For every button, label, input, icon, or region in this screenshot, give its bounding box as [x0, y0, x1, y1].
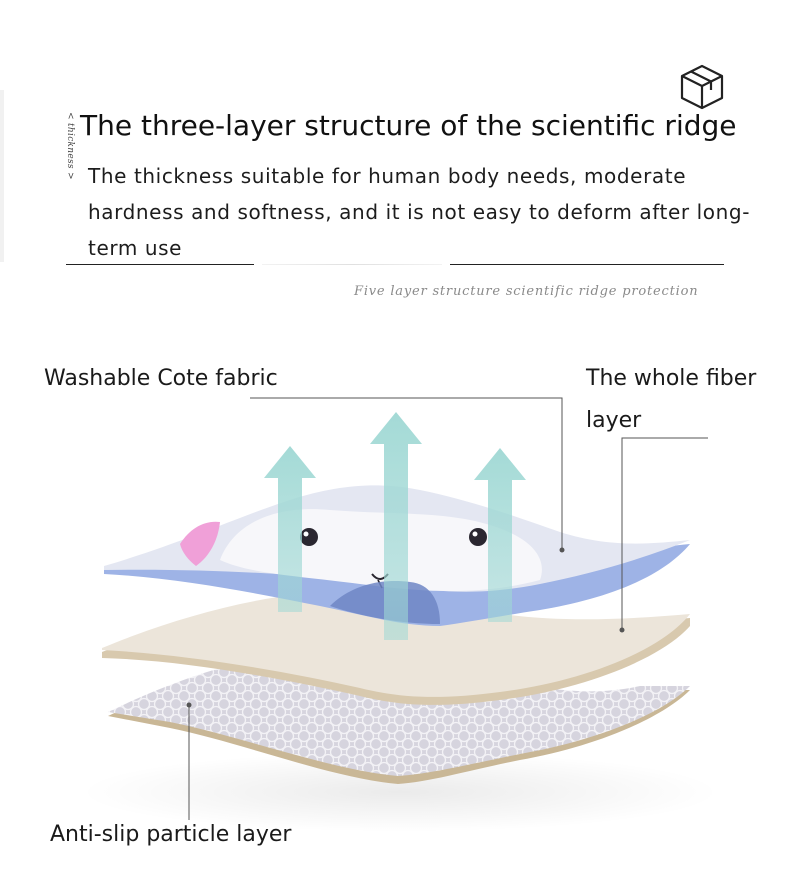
leader-fiber	[621, 437, 708, 628]
fiber-layer	[102, 591, 690, 705]
arrow-right	[474, 448, 526, 622]
callout-lines	[186, 397, 708, 820]
callout-washable-fabric: Washable Cote fabric	[44, 366, 278, 391]
sub-caption: Five layer structure scientific ridge pr…	[354, 284, 699, 299]
description-text: The thickness suitable for human body ne…	[88, 164, 751, 260]
arrow-center	[370, 412, 422, 640]
eye-right	[469, 528, 487, 546]
leader-fabric	[250, 397, 563, 548]
breathable-arrows	[264, 412, 526, 640]
eye-left	[300, 528, 318, 546]
callout-fiber-layer: The whole fiber layer	[586, 366, 757, 433]
thickness-side-label: < thickness >	[65, 112, 75, 180]
package-box-icon	[678, 62, 726, 110]
left-edge-mark	[0, 90, 4, 262]
underline-left	[66, 264, 254, 265]
callout-anti-slip: Anti-slip particle layer	[50, 822, 292, 847]
underline-faint	[262, 264, 442, 265]
page-title: The three-layer structure of the scienti…	[80, 109, 737, 142]
layer-illustration	[80, 397, 720, 832]
underline-right	[450, 264, 724, 265]
anti-slip-layer	[108, 649, 690, 784]
floor-shadow	[80, 752, 720, 832]
arrow-left	[264, 446, 316, 612]
